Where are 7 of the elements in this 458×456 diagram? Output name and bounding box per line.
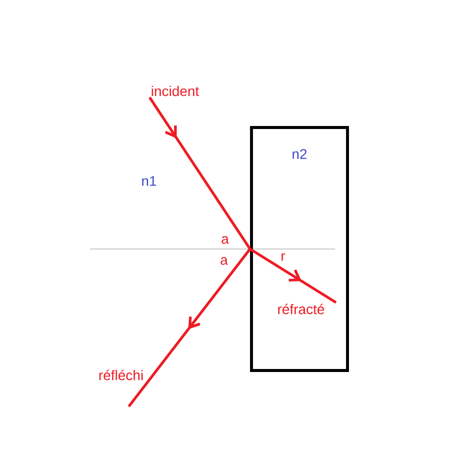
angle-label: a bbox=[222, 236, 229, 244]
ray-label: réfléchi bbox=[99, 370, 143, 380]
angle-label: a bbox=[220, 257, 228, 265]
ray-label: incident bbox=[152, 86, 199, 96]
angle-label: r bbox=[282, 253, 286, 261]
medium-label: n1 bbox=[142, 176, 156, 186]
ray-label: réfracté bbox=[278, 304, 324, 314]
